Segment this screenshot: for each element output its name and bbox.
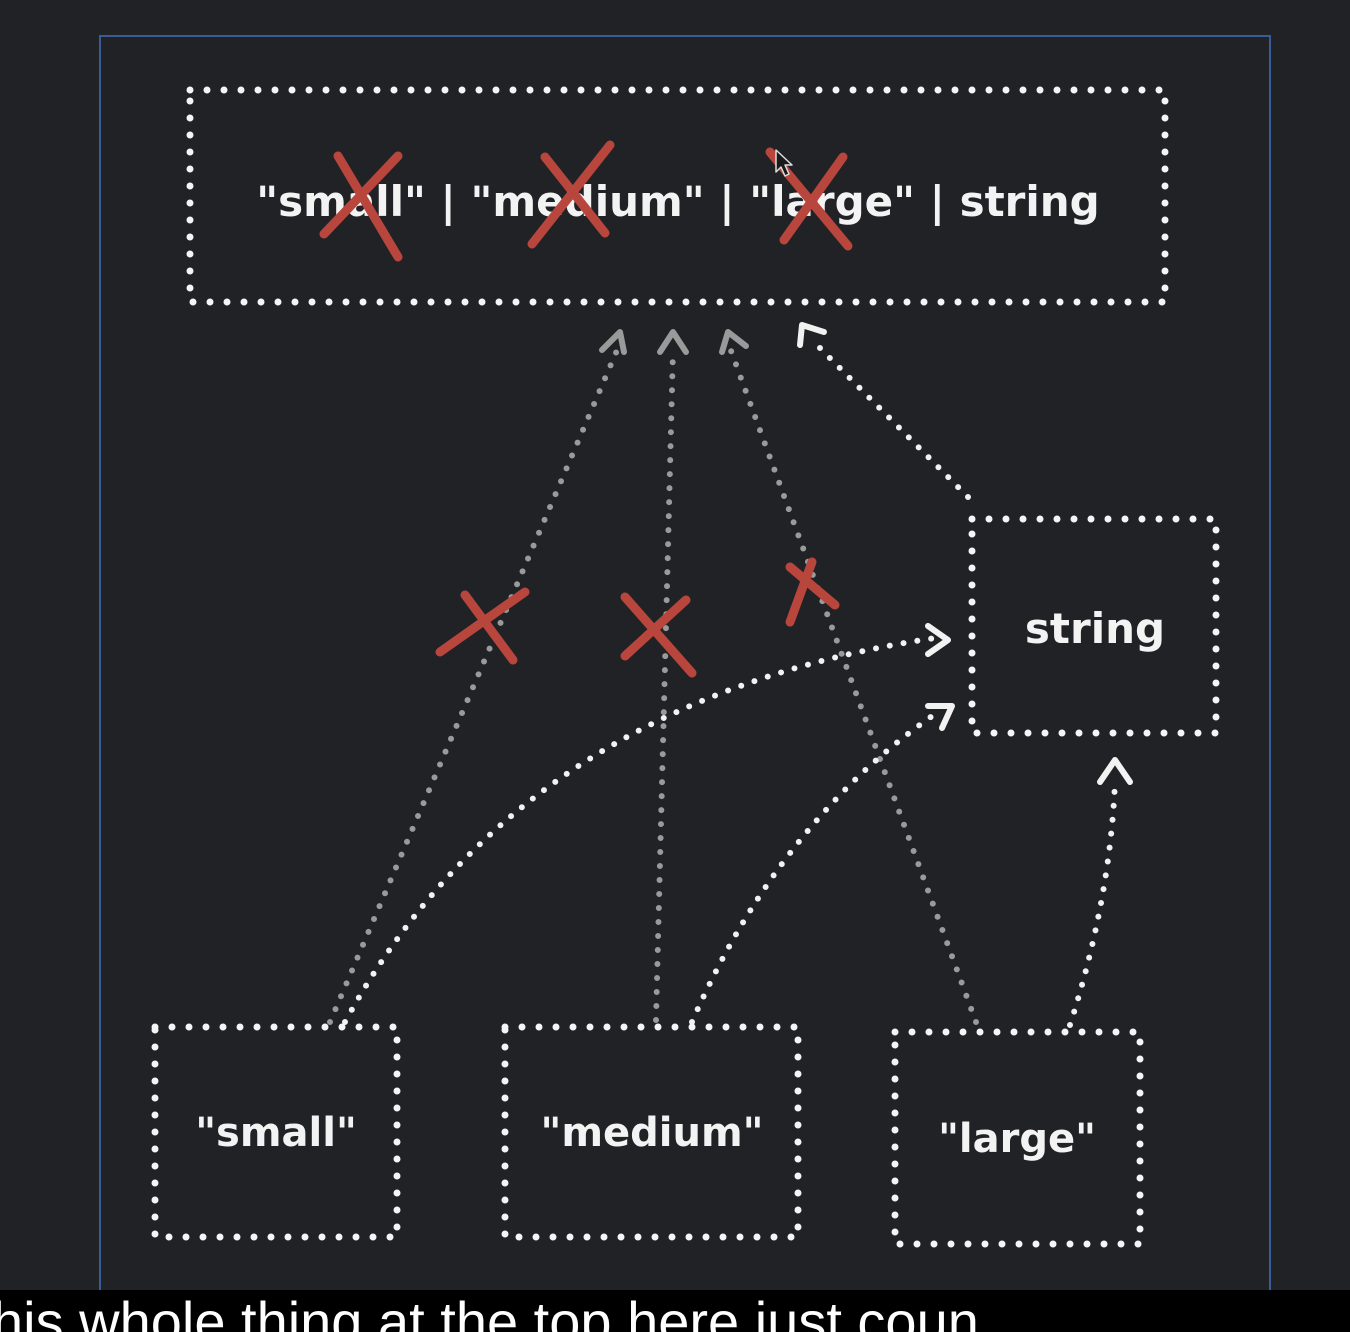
arrowhead-large-to-union-icon	[719, 329, 749, 355]
arrowhead-large-to-string-icon	[1097, 757, 1133, 785]
cross-small-icon	[319, 151, 403, 262]
video-caption-bar: his whole thing at the top here just cou…	[0, 1290, 1350, 1332]
literal-to-union-arrows	[327, 329, 979, 1025]
arrowhead-string-to-union-icon	[797, 322, 827, 348]
arrowhead-medium-to-union-icon	[657, 329, 689, 355]
union-type-label: "small" | "medium" | "large" | string	[256, 177, 1099, 226]
type-hierarchy-diagram: .box { fill: none; stroke: #f5f5f5; stro…	[151, 86, 1220, 1248]
arrow-string-to-union	[809, 337, 971, 500]
small-node-label: "small"	[195, 1110, 357, 1156]
large-node: "large"	[891, 1028, 1144, 1248]
caption-text: his whole thing at the top here just cou…	[0, 1290, 979, 1332]
cross-medium-icon	[527, 140, 615, 249]
cross-arrow-medium-icon	[620, 592, 697, 678]
arrow-medium-to-string	[689, 709, 941, 1025]
arrowhead-medium-to-string-icon	[925, 703, 955, 731]
arrow-large-to-union	[727, 345, 979, 1025]
arrow-small-to-string	[342, 635, 938, 1025]
large-node-label: "large"	[938, 1116, 1096, 1162]
arrowhead-small-to-union-icon	[599, 329, 627, 355]
string-node-label: string	[1025, 604, 1165, 653]
cross-arrow-large-icon	[785, 557, 840, 627]
cross-arrow-small-icon	[435, 587, 530, 665]
arrow-small-to-union	[327, 345, 621, 1025]
arrow-medium-to-union	[653, 347, 676, 1023]
arrowhead-small-to-string-icon	[925, 623, 951, 657]
crossed-out-arrows	[435, 557, 840, 678]
small-node: "small"	[151, 1023, 401, 1241]
to-string-arrows	[342, 322, 1133, 1028]
medium-node: "medium"	[501, 1023, 802, 1241]
union-type-box: "small" | "medium" | "large" | string	[186, 86, 1169, 306]
string-node: string	[968, 515, 1220, 737]
arrow-large-to-string	[1067, 779, 1118, 1028]
mouse-cursor-icon	[775, 149, 793, 177]
medium-node-label: "medium"	[541, 1110, 764, 1156]
